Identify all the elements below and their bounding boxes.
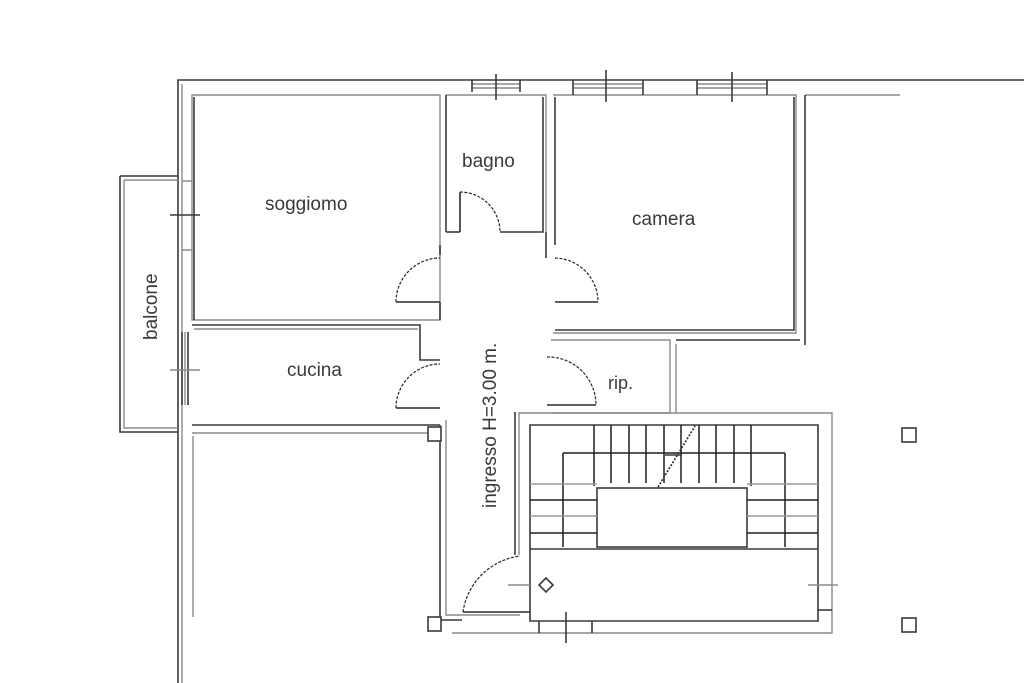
pillar-2 <box>901 617 917 633</box>
pillars <box>901 427 917 633</box>
stairwell <box>452 412 838 643</box>
room-ingresso: ingresso H=3.00 m. <box>427 343 520 632</box>
room-label-cucina: cucina <box>287 360 342 381</box>
room-label-camera: camera <box>632 209 696 230</box>
room-soggiorno: soggiomo <box>191 94 441 321</box>
window-camera-1 <box>572 70 644 102</box>
room-bagno: bagno <box>445 94 547 233</box>
room-label-rip: rip. <box>608 373 633 393</box>
window-camera-2 <box>696 72 768 102</box>
outer-walls <box>177 79 1024 683</box>
room-label-ingresso: ingresso H=3.00 m. <box>480 343 501 508</box>
room-label-soggiorno: soggiomo <box>265 194 347 215</box>
room-camera: camera <box>553 94 797 334</box>
door-camera <box>545 232 599 303</box>
room-label-bagno: bagno <box>462 151 515 172</box>
room-label-balcone: balcone <box>141 273 162 340</box>
window-bagno <box>471 74 521 100</box>
room-cucina: cucina <box>192 324 441 434</box>
door-soggiorno <box>395 245 441 320</box>
windows-top <box>471 70 768 102</box>
pillar-1 <box>901 427 917 443</box>
room-rip: rip. <box>546 339 800 414</box>
room-balcone: balcone <box>119 175 200 433</box>
